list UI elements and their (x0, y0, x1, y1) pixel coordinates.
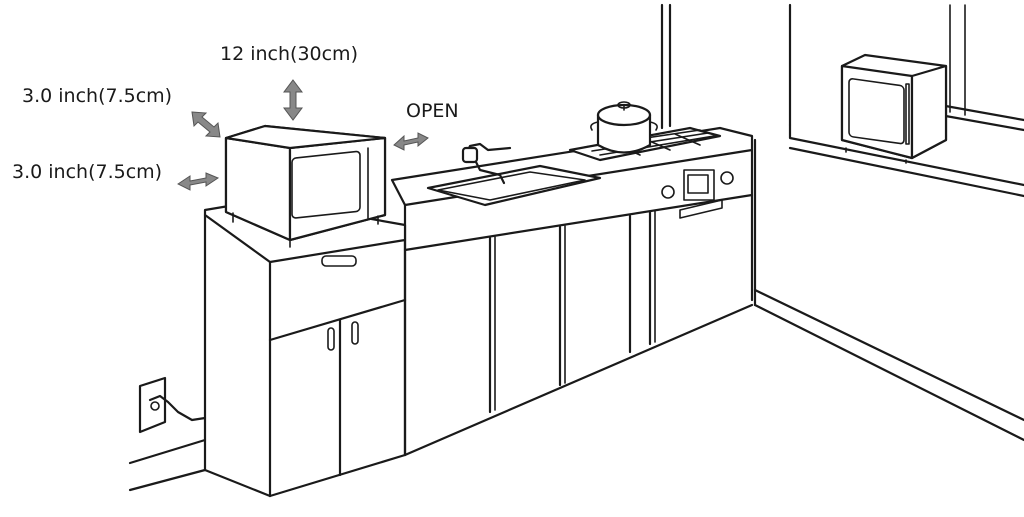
double-arrow-horizontal-icon (393, 132, 429, 151)
open-label: OPEN (406, 100, 459, 122)
small-microwave (840, 53, 948, 164)
left-clearance-label-lower: 3.0 inch(7.5cm) (12, 161, 163, 183)
wall-outlet (138, 376, 207, 434)
cooking-pot (590, 101, 658, 154)
microwave (224, 124, 387, 248)
left-clearance-label-upper: 3.0 inch(7.5cm) (22, 85, 173, 107)
double-arrow-horizontal-icon (177, 172, 220, 191)
window-sill (788, 4, 1024, 198)
double-arrow-diagonal-icon (191, 111, 221, 138)
side-cabinet (203, 198, 407, 498)
sink (426, 142, 602, 207)
room-walls (128, 3, 1024, 492)
top-clearance-label: 12 inch(30cm) (220, 43, 358, 65)
double-arrow-vertical-icon (283, 79, 303, 121)
